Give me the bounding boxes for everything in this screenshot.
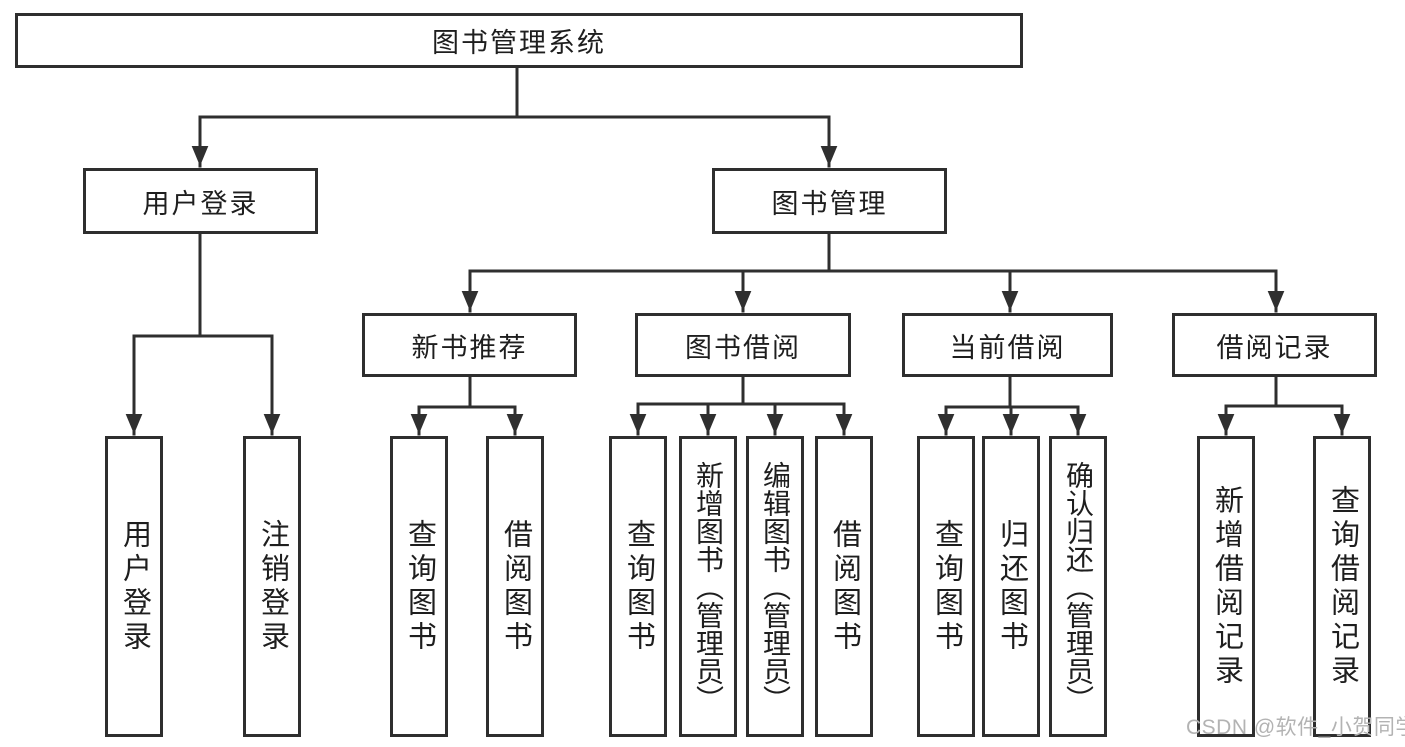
leaf-label: 注销登录 bbox=[256, 518, 289, 655]
leaf-label: 归还图书 bbox=[995, 518, 1028, 655]
leaf-label: 用户登录 bbox=[118, 518, 151, 655]
node-current-borrowing: 当前借阅 bbox=[902, 313, 1113, 377]
leaf-query-books-borrowing: 查询图书 bbox=[609, 436, 667, 737]
leaf-label: 借阅图书 bbox=[499, 518, 532, 655]
leaf-confirm-return-admin: 确认归还（管理员） bbox=[1049, 436, 1107, 737]
leaf-label: 借阅图书 bbox=[828, 518, 861, 655]
leaf-borrow-books-recommend: 借阅图书 bbox=[486, 436, 544, 737]
leaf-query-borrow-record: 查询借阅记录 bbox=[1313, 436, 1371, 737]
csdn-watermark: CSDN @软件_小贺同学 bbox=[1186, 716, 1405, 739]
leaf-user-login: 用户登录 bbox=[105, 436, 163, 737]
node-book-management: 图书管理 bbox=[712, 168, 947, 234]
leaf-label: 查询图书 bbox=[622, 518, 655, 655]
leaf-label: 查询图书 bbox=[403, 518, 436, 655]
leaf-edit-book-admin: 编辑图书（管理员） bbox=[746, 436, 804, 737]
node-book-borrowing: 图书借阅 bbox=[635, 313, 851, 377]
leaf-label: 确认归还（管理员） bbox=[1063, 460, 1094, 713]
leaf-label: 查询借阅记录 bbox=[1326, 484, 1359, 689]
leaf-return-books: 归还图书 bbox=[982, 436, 1040, 737]
leaf-query-books-recommend: 查询图书 bbox=[390, 436, 448, 737]
node-user-login: 用户登录 bbox=[83, 168, 318, 234]
leaf-logout: 注销登录 bbox=[243, 436, 301, 737]
leaf-add-book-admin: 新增图书（管理员） bbox=[679, 436, 737, 737]
leaf-label: 新增借阅记录 bbox=[1210, 484, 1243, 689]
leaf-add-borrow-record: 新增借阅记录 bbox=[1197, 436, 1255, 737]
leaf-label: 新增图书（管理员） bbox=[693, 460, 724, 713]
leaf-query-books-current: 查询图书 bbox=[917, 436, 975, 737]
leaf-borrow-books-borrowing: 借阅图书 bbox=[815, 436, 873, 737]
node-borrowing-records: 借阅记录 bbox=[1172, 313, 1377, 377]
node-new-book-recommendation: 新书推荐 bbox=[362, 313, 577, 377]
leaf-label: 查询图书 bbox=[930, 518, 963, 655]
leaf-label: 编辑图书（管理员） bbox=[760, 460, 791, 713]
node-root: 图书管理系统 bbox=[15, 13, 1023, 68]
